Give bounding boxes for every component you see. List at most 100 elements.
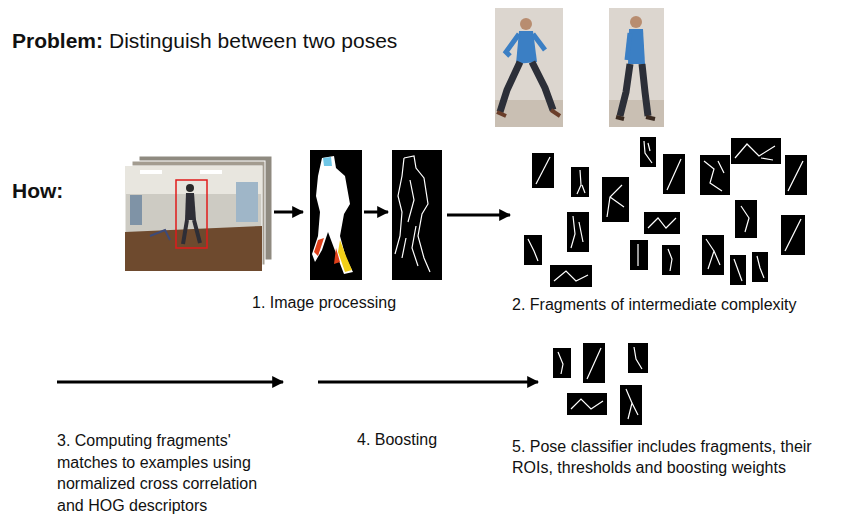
- silhouette-image: [314, 238, 324, 256]
- pose-photo: [497, 112, 506, 116]
- step-caption: 5. Pose classifier includes fragments, t…: [512, 436, 812, 478]
- image-fragments: [644, 141, 652, 163]
- selected-fragments: [558, 352, 563, 374]
- image-fragments: [757, 256, 764, 278]
- image-fragments: [644, 212, 680, 234]
- image-fragments: [730, 255, 746, 285]
- image-fragments: [644, 212, 680, 234]
- image-fragments: [571, 167, 589, 197]
- silhouette-image: [310, 150, 362, 280]
- image-fragments: [607, 185, 624, 217]
- selected-fragments: [567, 393, 607, 415]
- image-fragments: [524, 235, 542, 265]
- selected-fragments: [553, 348, 571, 378]
- image-fragments: [785, 219, 801, 251]
- image-fragments: [752, 252, 768, 282]
- image-fragments: [567, 212, 589, 252]
- video-frames: [186, 184, 194, 192]
- image-fragments: [571, 167, 589, 197]
- heading-text: Problem:: [12, 28, 103, 53]
- edge-image: [392, 150, 442, 280]
- image-fragments: [532, 153, 554, 188]
- image-fragments: [577, 170, 585, 194]
- video-frames: [125, 166, 262, 271]
- video-frames: [176, 180, 207, 248]
- selected-fragments: [620, 385, 642, 425]
- image-fragments: [788, 161, 803, 191]
- image-fragments: [730, 255, 746, 285]
- video-frames: [185, 193, 196, 220]
- pose-photo: [495, 8, 563, 127]
- heading-text: Distinguish between two poses: [109, 28, 397, 53]
- video-frames: [236, 182, 258, 222]
- step-label: 3. Computing fragments' matches to examp…: [57, 430, 282, 516]
- step-arrow: [57, 381, 283, 384]
- process-step: 2. Fragments of intermediate complexity: [512, 132, 848, 319]
- image-fragments: [630, 240, 648, 270]
- image-fragments: [532, 153, 554, 188]
- image-fragments: [640, 137, 656, 167]
- image-fragments: [550, 265, 592, 287]
- image-fragments: [731, 138, 781, 164]
- pose-photo: [630, 16, 642, 28]
- selected-fragments: [628, 343, 648, 373]
- heading-text: How:: [12, 178, 63, 203]
- selected-fragments: [628, 343, 648, 373]
- pose-photo: [616, 117, 624, 119]
- image-fragments: [702, 235, 724, 275]
- pose-photo: [642, 64, 648, 116]
- image-fragments: [700, 155, 730, 195]
- pose-photo: [533, 34, 545, 50]
- image-fragments: [524, 137, 807, 287]
- image-fragments: [554, 271, 588, 281]
- image-fragments: [648, 218, 676, 228]
- pose-photo: [520, 18, 532, 30]
- image-fragments: [785, 155, 807, 195]
- image-fragments: [731, 138, 781, 164]
- image-fragments: [662, 245, 680, 275]
- image-fragments: [781, 215, 805, 255]
- video-frames: [140, 170, 162, 174]
- selected-fragments: [626, 389, 638, 419]
- image-fragments: [734, 259, 742, 281]
- image-fragments: [667, 159, 681, 190]
- video-frames: [125, 156, 272, 271]
- video-frames: [200, 170, 222, 174]
- image-fragments: [704, 161, 724, 191]
- pose-photo: [628, 29, 645, 64]
- pose-photo: [495, 8, 563, 127]
- step-caption: 2. Fragments of intermediate complexity: [512, 294, 797, 315]
- image-fragments: [571, 216, 583, 248]
- process-arrow: [274, 211, 303, 214]
- image-fragments: [663, 154, 685, 194]
- image-fragments: [528, 239, 538, 261]
- image-fragments: [668, 249, 672, 271]
- pose-photo: [506, 34, 519, 56]
- image-fragments: [735, 200, 757, 238]
- pose-photo: [532, 62, 553, 110]
- pose-photo: [500, 62, 520, 112]
- edge-image: [395, 156, 430, 272]
- image-fragments: [741, 206, 749, 232]
- silhouette-image: [323, 157, 332, 166]
- video-frames: [183, 220, 200, 244]
- process-step: 1. Image processing: [125, 146, 445, 318]
- image-fragments: [637, 244, 638, 266]
- selected-fragments: [620, 385, 642, 425]
- video-frames: [130, 195, 142, 225]
- pose-photo: [609, 8, 664, 127]
- selected-fragments: [567, 393, 607, 415]
- image-fragments: [640, 137, 656, 167]
- step-arrow: [318, 381, 538, 384]
- image-fragments: [663, 154, 685, 194]
- selected-fragments: [634, 347, 642, 369]
- silhouette-image: [310, 150, 362, 280]
- image-fragments: [602, 177, 629, 222]
- image-fragments: [602, 177, 629, 222]
- pose-photo: [551, 110, 560, 116]
- image-fragments: [700, 155, 730, 195]
- step-label: 4. Boosting: [357, 430, 437, 449]
- selected-fragments: [553, 348, 571, 378]
- pose-photo: [646, 117, 655, 119]
